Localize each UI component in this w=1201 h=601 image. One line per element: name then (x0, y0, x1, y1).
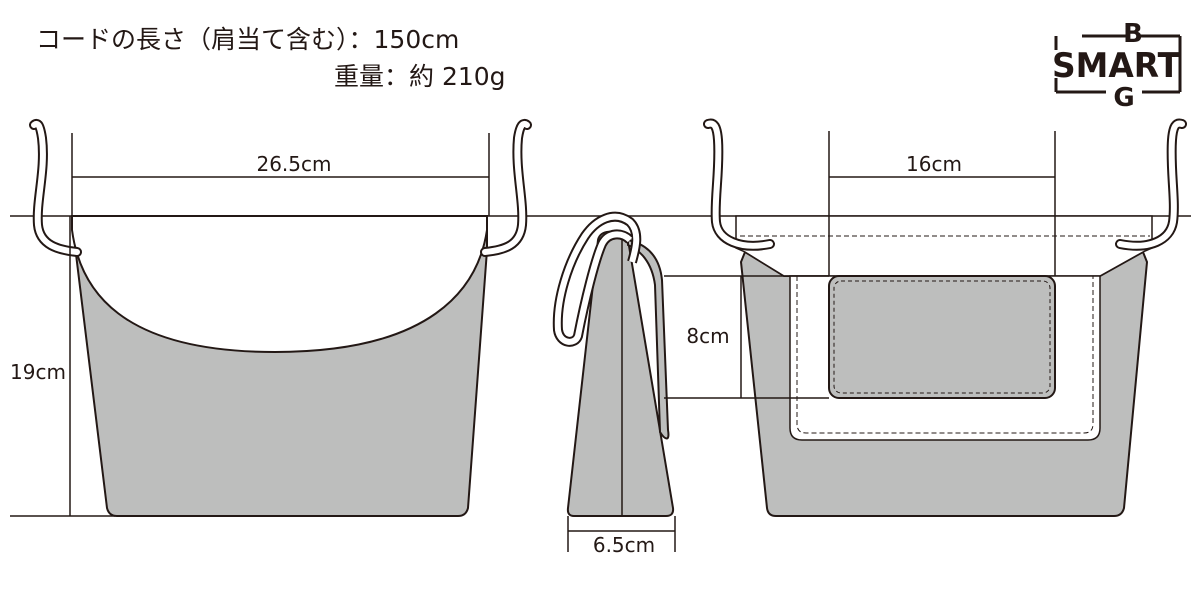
back-view: 16cm 8cm (664, 118, 1187, 517)
front-bag-flap (71, 215, 488, 354)
back-pocket-stitch (796, 276, 1094, 434)
logo-word-smart: SMART (1052, 46, 1181, 86)
back-inner-pocket (828, 275, 1056, 399)
front-width-label: 26.5cm (256, 152, 331, 176)
side-cord-loop-inner (554, 213, 640, 345)
back-top-panel (735, 215, 1153, 277)
front-left-cord-inner (31, 120, 80, 255)
front-right-cord-inner (482, 120, 530, 255)
pocket-height-label: 8cm (686, 324, 729, 348)
pocket-width-label: 16cm (906, 152, 962, 176)
side-view: 6.5cm (552, 211, 676, 557)
cord-length-spec: コードの長さ（肩当て含む）：150cm (36, 25, 460, 54)
front-height-label: 19cm (10, 360, 66, 384)
logo-letter-b: B (1123, 19, 1143, 49)
back-left-cord-inner (705, 120, 773, 249)
back-inner-pocket-stitch (833, 280, 1051, 394)
side-depth-label: 6.5cm (593, 533, 655, 557)
side-bag-flap (627, 238, 670, 440)
back-right-cord-inner (1117, 120, 1185, 249)
weight-spec: 重量：約 210g (334, 62, 506, 91)
smart-bag-logo: B SMART G (1052, 19, 1182, 113)
front-view: 26.5cm 19cm (10, 119, 532, 517)
logo-letter-g: G (1113, 83, 1134, 113)
